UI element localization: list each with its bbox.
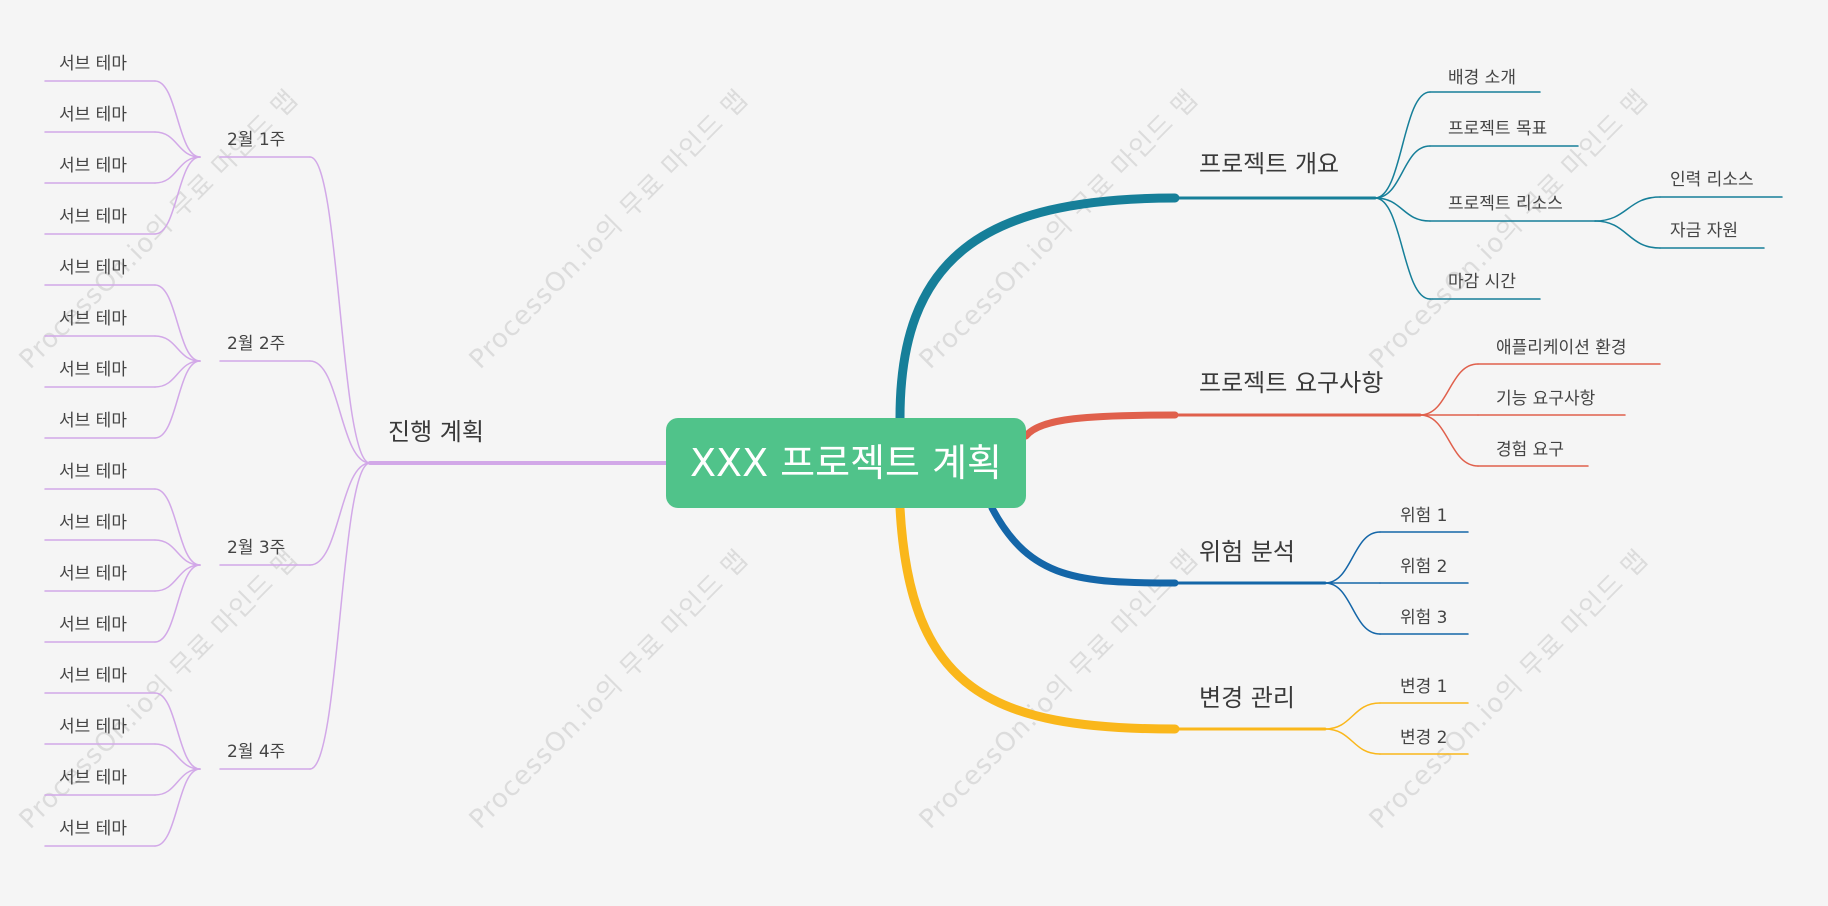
topic-experience-req[interactable]: 경험 요구 bbox=[1496, 440, 1564, 460]
topic-sub-theme[interactable]: 서브 테마 bbox=[59, 54, 127, 74]
edge-overview-child bbox=[1374, 91, 1431, 199]
edge-week-leaf bbox=[154, 360, 201, 439]
watermark-text: ProcessOn.io의 무료 마인드 맵 bbox=[464, 544, 755, 835]
edge-overview-child bbox=[1374, 197, 1431, 300]
topic-progress-plan[interactable]: 진행 계획 bbox=[388, 418, 484, 446]
edge-risk-child bbox=[1324, 582, 1381, 635]
topic-change-management[interactable]: 변경 관리 bbox=[1199, 684, 1295, 712]
topic-project-overview[interactable]: 프로젝트 개요 bbox=[1199, 150, 1339, 178]
topic-human-resources[interactable]: 인력 리소스 bbox=[1670, 170, 1754, 190]
edge-center-requirements bbox=[1022, 411, 1179, 440]
topic-sub-theme[interactable]: 서브 테마 bbox=[59, 462, 127, 482]
edge-center-overview bbox=[895, 193, 1180, 423]
topic-week-3[interactable]: 2월 3주 bbox=[227, 538, 285, 558]
central-topic[interactable]: XXX 프로젝트 계획 bbox=[666, 418, 1026, 508]
edge-week-leaf bbox=[154, 131, 201, 158]
edge-overview-child bbox=[1374, 197, 1431, 222]
topic-risk-analysis[interactable]: 위험 분석 bbox=[1199, 538, 1295, 566]
topic-sub-theme[interactable]: 서브 테마 bbox=[59, 615, 127, 635]
edge-week-leaf bbox=[154, 768, 201, 847]
topic-risk-3[interactable]: 위험 3 bbox=[1400, 608, 1448, 628]
topic-sub-theme[interactable]: 서브 테마 bbox=[59, 360, 127, 380]
central-topic-label: XXX 프로젝트 계획 bbox=[690, 441, 1002, 485]
edge-week-leaf bbox=[154, 743, 201, 770]
edge-progress-week bbox=[309, 156, 371, 464]
edge-week-leaf bbox=[154, 156, 201, 184]
watermark-text: ProcessOn.io의 무료 마인드 맵 bbox=[14, 84, 305, 375]
topic-sub-theme[interactable]: 서브 테마 bbox=[59, 819, 127, 839]
edge-week-leaf bbox=[154, 335, 201, 362]
topic-project-requirements[interactable]: 프로젝트 요구사항 bbox=[1199, 369, 1383, 397]
topic-sub-theme[interactable]: 서브 테마 bbox=[59, 105, 127, 125]
topic-sub-theme[interactable]: 서브 테마 bbox=[59, 258, 127, 278]
edge-overview-child bbox=[1374, 145, 1431, 199]
topic-change-2[interactable]: 변경 2 bbox=[1400, 728, 1448, 748]
topic-week-4[interactable]: 2월 4주 bbox=[227, 742, 285, 762]
edge-requirements-child bbox=[1419, 363, 1479, 416]
topic-change-1[interactable]: 변경 1 bbox=[1400, 677, 1448, 697]
edge-week-leaf bbox=[154, 692, 201, 770]
edge-requirements-child bbox=[1419, 414, 1479, 467]
topic-project-resources[interactable]: 프로젝트 리소스 bbox=[1448, 194, 1563, 214]
topic-sub-theme[interactable]: 서브 테마 bbox=[59, 564, 127, 584]
edge-week-leaf bbox=[154, 80, 201, 158]
edge-resource-child bbox=[1594, 220, 1661, 249]
edge-center-risk bbox=[988, 504, 1179, 587]
topic-sub-theme[interactable]: 서브 테마 bbox=[59, 717, 127, 737]
topic-sub-theme[interactable]: 서브 테마 bbox=[59, 309, 127, 329]
topic-background[interactable]: 배경 소개 bbox=[1448, 68, 1516, 88]
topic-deadline[interactable]: 마감 시간 bbox=[1448, 272, 1516, 292]
topic-funding[interactable]: 자금 자원 bbox=[1670, 221, 1738, 241]
topic-app-environment[interactable]: 애플리케이션 환경 bbox=[1496, 338, 1627, 358]
edge-progress-week bbox=[309, 360, 371, 464]
edge-week-leaf bbox=[154, 539, 201, 566]
topic-project-goal[interactable]: 프로젝트 목표 bbox=[1448, 119, 1547, 139]
edge-week-leaf bbox=[154, 360, 201, 388]
edge-week-leaf bbox=[154, 564, 201, 643]
topic-sub-theme[interactable]: 서브 테마 bbox=[59, 768, 127, 788]
edge-week-leaf bbox=[154, 156, 201, 235]
edge-center-change bbox=[895, 503, 1180, 734]
topic-week-1[interactable]: 2월 1주 bbox=[227, 130, 285, 150]
topic-sub-theme[interactable]: 서브 테마 bbox=[59, 513, 127, 533]
edge-progress-week bbox=[309, 462, 371, 770]
edge-week-leaf bbox=[154, 564, 201, 592]
topic-risk-2[interactable]: 위험 2 bbox=[1400, 557, 1448, 577]
watermark-text: ProcessOn.io의 무료 마인드 맵 bbox=[14, 544, 305, 835]
edge-resource-child bbox=[1594, 196, 1661, 222]
topic-functional-req[interactable]: 기능 요구사항 bbox=[1496, 389, 1596, 409]
topic-sub-theme[interactable]: 서브 테마 bbox=[59, 411, 127, 431]
edge-risk-child bbox=[1324, 531, 1381, 584]
edge-change-child bbox=[1324, 728, 1381, 755]
topic-sub-theme[interactable]: 서브 테마 bbox=[59, 156, 127, 176]
watermark-text: ProcessOn.io의 무료 마인드 맵 bbox=[914, 84, 1205, 375]
edge-progress-week bbox=[309, 462, 371, 566]
edge-week-leaf bbox=[154, 284, 201, 362]
watermark-text: ProcessOn.io의 무료 마인드 맵 bbox=[464, 84, 755, 375]
topic-risk-1[interactable]: 위험 1 bbox=[1400, 506, 1448, 526]
edge-week-leaf bbox=[154, 768, 201, 796]
edge-change-child bbox=[1324, 702, 1381, 730]
topic-week-2[interactable]: 2월 2주 bbox=[227, 334, 285, 354]
edge-week-leaf bbox=[154, 488, 201, 566]
topic-sub-theme[interactable]: 서브 테마 bbox=[59, 666, 127, 686]
topic-sub-theme[interactable]: 서브 테마 bbox=[59, 207, 127, 227]
watermark-text: ProcessOn.io의 무료 마인드 맵 bbox=[914, 544, 1205, 835]
central-topic-box[interactable] bbox=[666, 418, 1026, 508]
connector-layer bbox=[44, 80, 1783, 847]
